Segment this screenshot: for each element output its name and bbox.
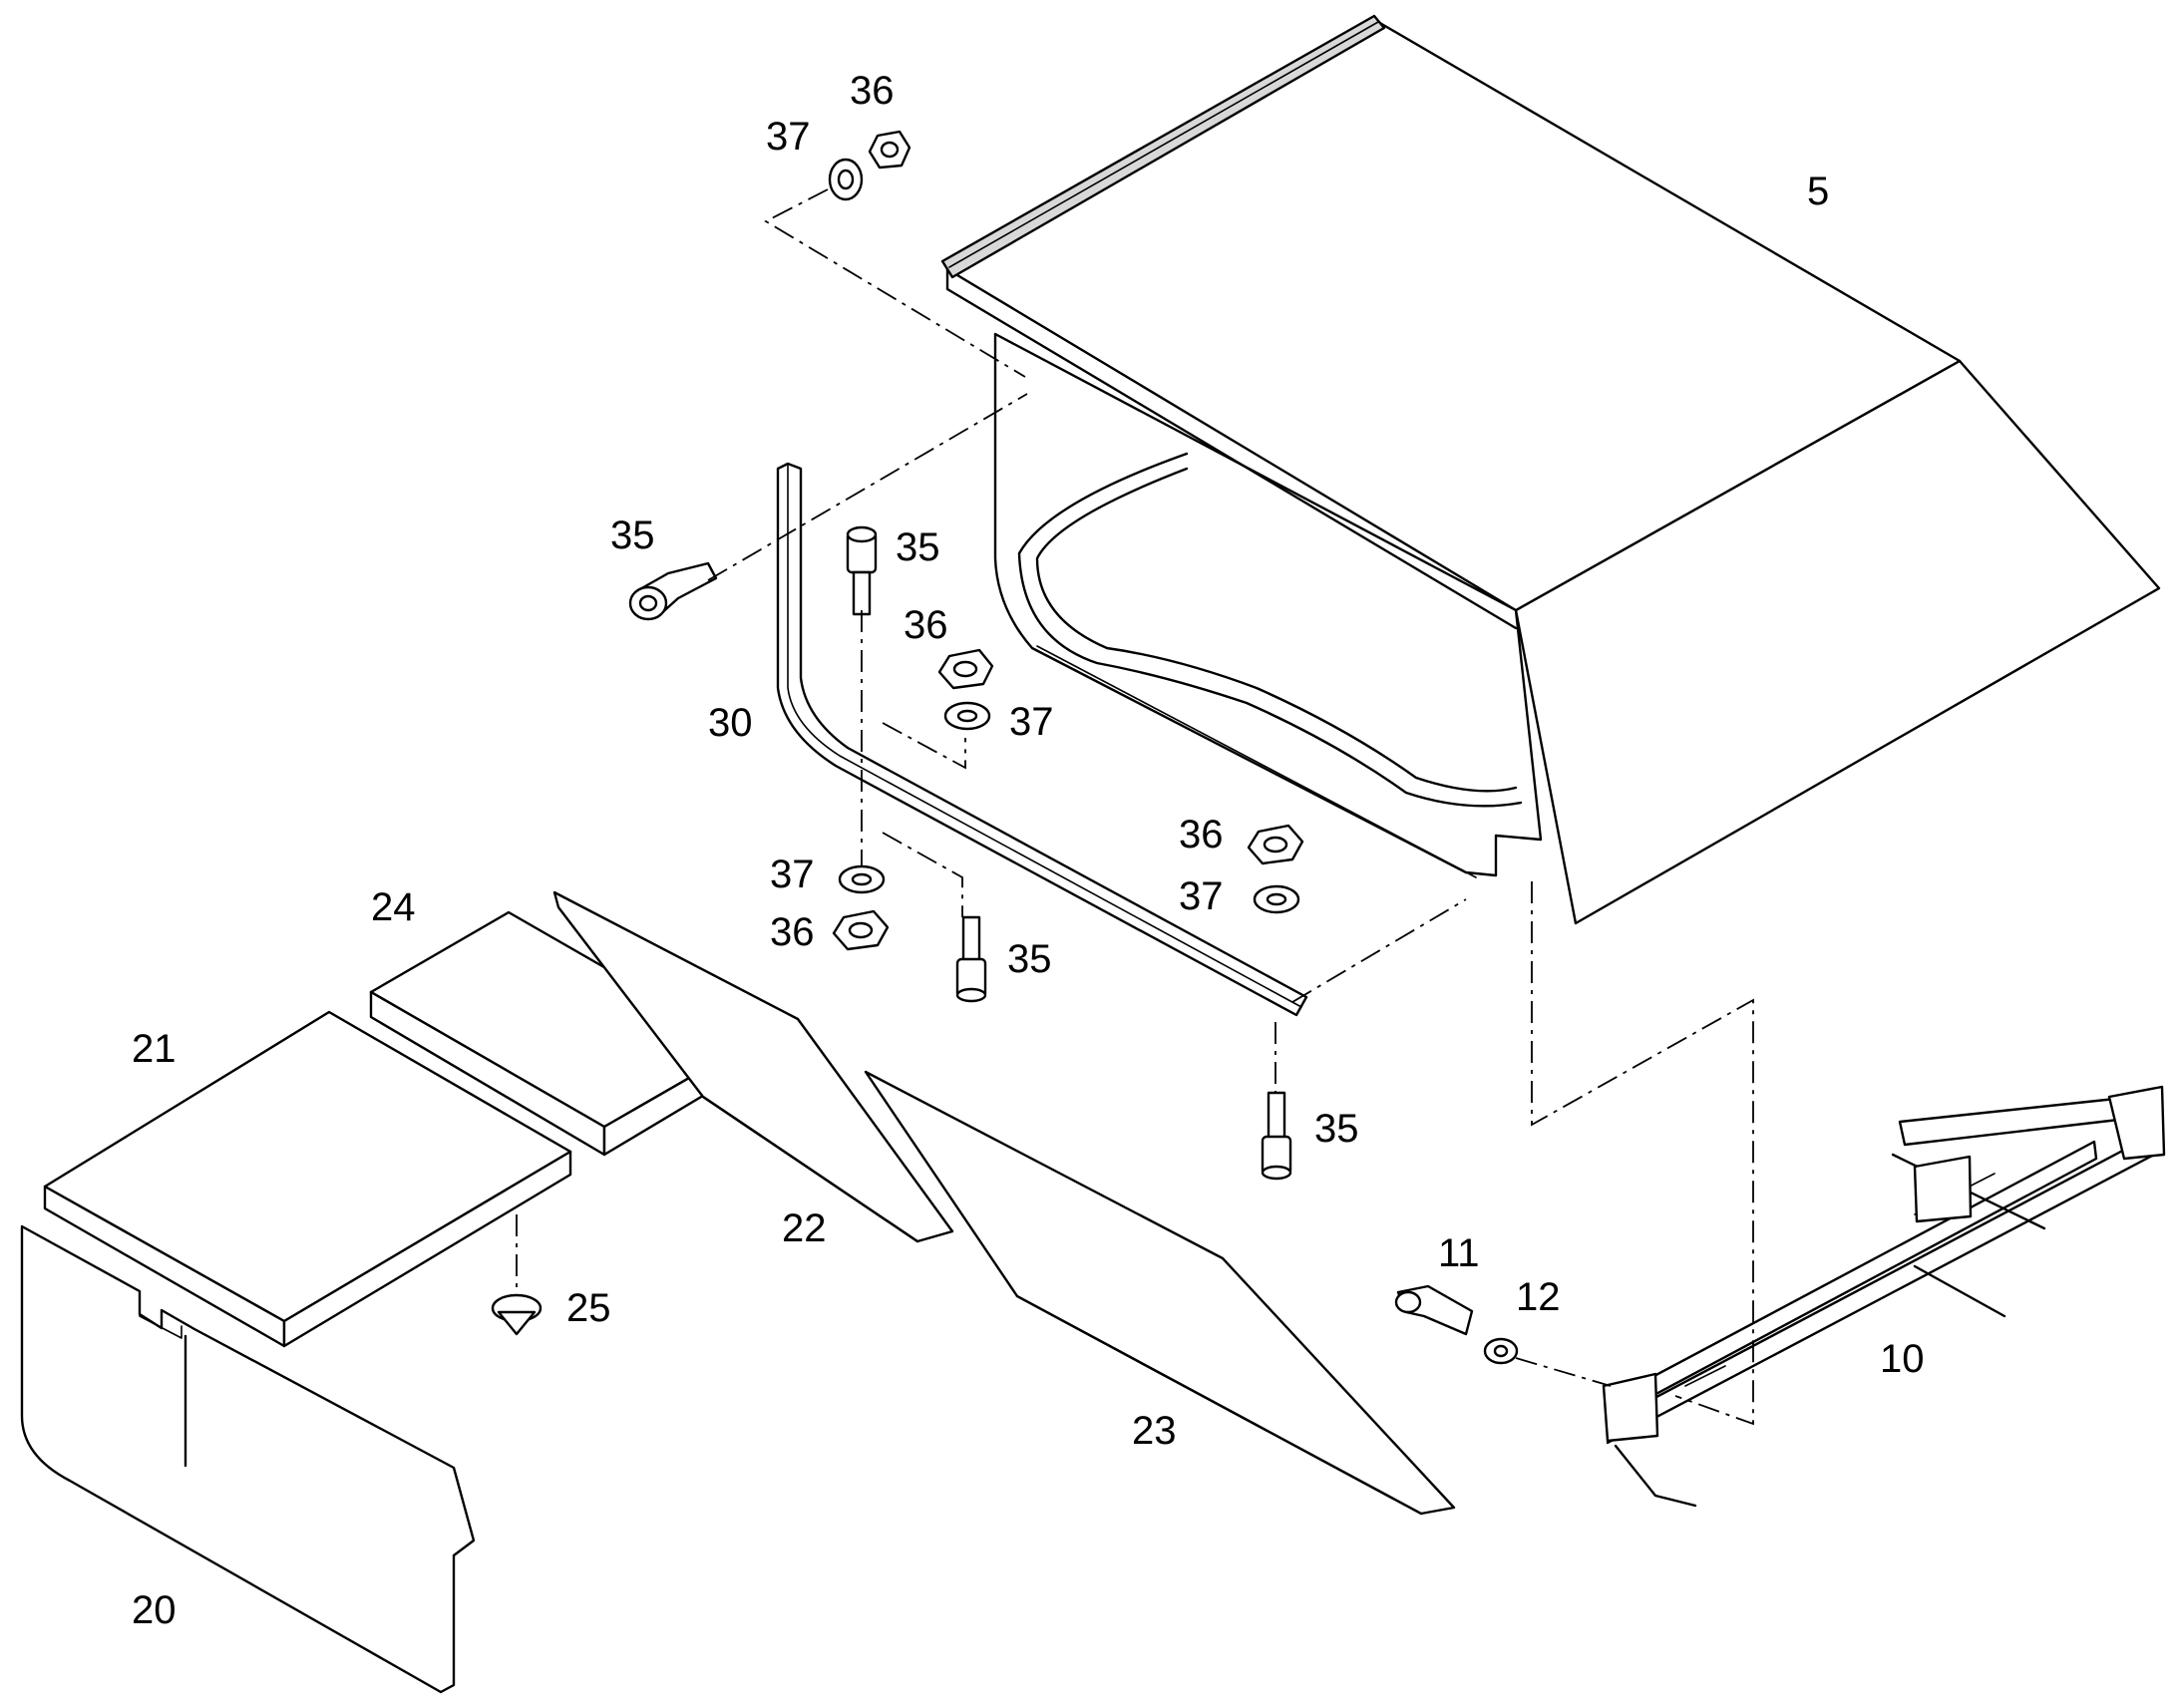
washer-37-top bbox=[828, 158, 864, 201]
callout-20: 20 bbox=[132, 1588, 177, 1632]
nut-36-mid bbox=[937, 648, 994, 690]
callout-12: 12 bbox=[1516, 1275, 1561, 1319]
callout-36c: 36 bbox=[770, 910, 815, 954]
part-23-panel bbox=[864, 1070, 1456, 1516]
part-21-panel bbox=[43, 1010, 572, 1348]
callout-36b: 36 bbox=[904, 603, 948, 647]
part-5-hood bbox=[940, 14, 2161, 925]
callout-37d: 37 bbox=[1179, 874, 1224, 918]
bolt-11 bbox=[1394, 1284, 1474, 1336]
callout-22: 22 bbox=[782, 1206, 827, 1250]
callout-labels: 5 10 11 12 20 21 22 23 24 25 30 35 35 35… bbox=[132, 69, 1925, 1632]
bolt-35-top bbox=[846, 525, 878, 616]
callout-21: 21 bbox=[132, 1027, 177, 1071]
part-22-panel bbox=[552, 890, 954, 1243]
nut-36-right bbox=[1247, 824, 1304, 865]
bolt-35-middle bbox=[955, 915, 987, 1003]
part-25-fastener bbox=[491, 1293, 543, 1336]
washer-37-lower bbox=[838, 864, 886, 894]
washer-37-mid bbox=[943, 701, 991, 731]
callout-35d: 35 bbox=[1314, 1107, 1359, 1151]
callout-37b: 37 bbox=[1009, 700, 1054, 744]
callout-35b: 35 bbox=[896, 525, 940, 569]
bolt-35-bottom bbox=[1261, 1091, 1292, 1181]
callout-35c: 35 bbox=[1007, 937, 1052, 981]
callout-37c: 37 bbox=[770, 853, 815, 896]
callout-23: 23 bbox=[1132, 1409, 1177, 1453]
part-20-panel bbox=[20, 1224, 476, 1694]
callout-35a: 35 bbox=[610, 513, 655, 557]
part-30-bar bbox=[776, 462, 1308, 1017]
callout-37a: 37 bbox=[766, 115, 811, 159]
nut-36-lower bbox=[832, 909, 890, 951]
washer-37-right bbox=[1253, 884, 1300, 914]
washer-12 bbox=[1483, 1337, 1519, 1365]
bolt-35-left bbox=[628, 561, 718, 621]
callout-30: 30 bbox=[708, 701, 753, 745]
nut-36-top bbox=[868, 130, 911, 170]
callout-11: 11 bbox=[1438, 1231, 1480, 1275]
callout-36d: 36 bbox=[1179, 813, 1224, 856]
part-10-frame bbox=[1602, 1085, 2166, 1508]
callout-10: 10 bbox=[1880, 1337, 1925, 1381]
assembly-leader-lines bbox=[516, 188, 1754, 1426]
callout-25: 25 bbox=[566, 1286, 611, 1330]
callout-5: 5 bbox=[1807, 170, 1829, 213]
callout-36a: 36 bbox=[850, 69, 895, 113]
callout-24: 24 bbox=[371, 885, 416, 929]
